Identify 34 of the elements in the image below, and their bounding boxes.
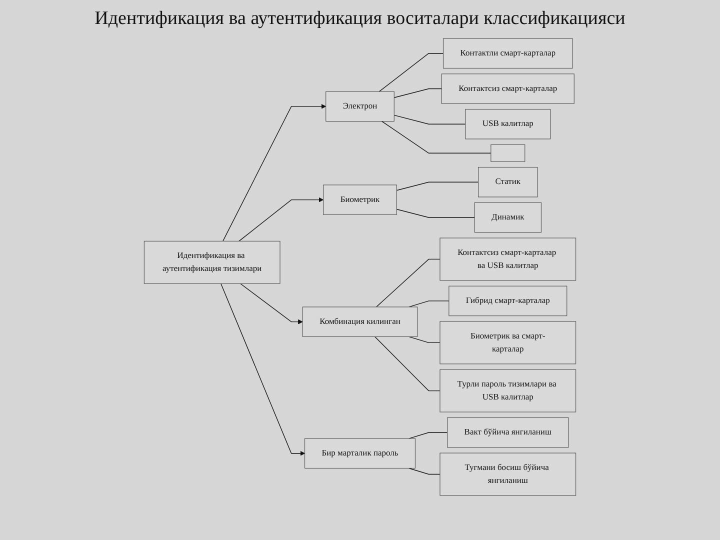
- node-box: Биометрик ва смарт-карталар: [440, 321, 576, 364]
- node-box: Электрон: [326, 91, 394, 122]
- node-box: Тугмани босиш бўйича янгиланиш: [440, 452, 576, 496]
- connector: [376, 258, 440, 308]
- node-box: Вакт бўйича янгиланиш: [447, 417, 569, 448]
- connector: [408, 432, 448, 439]
- node-box: Контактли смарт-карталар: [442, 38, 573, 69]
- connector: [378, 53, 444, 92]
- node-box: Статик: [478, 166, 538, 198]
- node-box: Турли пароль тизимлари ва USB калитлар: [440, 369, 576, 412]
- node-box: Гибрид смарт-карталар: [448, 286, 568, 316]
- node-box: Бир марталик пароль: [304, 438, 416, 469]
- connector: [408, 300, 450, 308]
- arrow: [222, 104, 326, 242]
- node-box: [490, 144, 526, 162]
- arrow: [220, 283, 306, 456]
- connector: [394, 88, 442, 98]
- connector: [374, 336, 440, 392]
- connector: [396, 208, 475, 218]
- connector: [396, 182, 479, 191]
- node-box: Контактсиз смарт-карталар: [441, 74, 574, 104]
- node-box: USB калитлар: [465, 108, 551, 140]
- connector: [408, 468, 440, 475]
- node-box: Контактсиз смарт-карталар ва USB калитлар: [440, 238, 576, 281]
- connector: [408, 336, 440, 344]
- diagram-title: Идентификация ва аутентификация воситалари классификацияси: [94, 8, 626, 30]
- node-box: Идентификация ва аутентификация тизимлари: [144, 240, 280, 284]
- arrow: [238, 197, 324, 242]
- node-box: Биометрик: [323, 184, 397, 215]
- connector: [382, 120, 492, 154]
- node-box: Динамик: [474, 202, 542, 233]
- connector: [394, 114, 466, 124]
- arrow: [240, 283, 303, 324]
- node-box: Комбинация килинган: [302, 306, 418, 337]
